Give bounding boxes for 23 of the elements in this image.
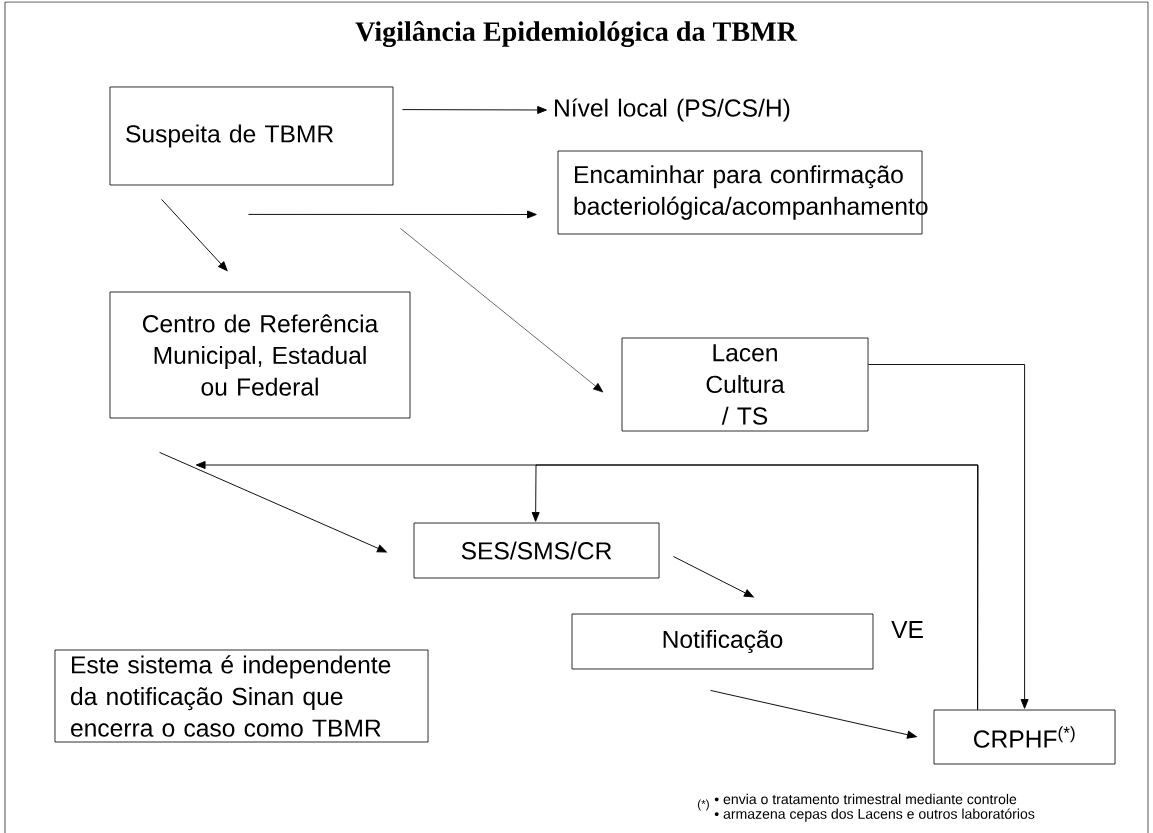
arrow: [867, 364, 1029, 709]
node-text: Nível local (PS/CS/H): [555, 98, 790, 122]
arrow: [247, 210, 537, 219]
arrow: [531, 464, 979, 711]
footnote-text: • armazena cepas dos Lacens e outros laboratórios: [714, 808, 1035, 822]
arrow: [401, 105, 547, 114]
arrow: [161, 198, 228, 272]
arrow: [710, 689, 917, 739]
footnote-mark: (*): [698, 799, 709, 811]
side-label: VE: [891, 621, 923, 638]
process-box: Lacen Cultura / TS: [621, 337, 869, 432]
arrow: [672, 556, 754, 598]
arrow: [159, 451, 387, 553]
process-box: CRPHF$^{(*)}$: [933, 709, 1116, 765]
arrow: [400, 228, 604, 393]
process-box: Centro de Referência Municipal, Estadual ou Federal: [109, 291, 411, 419]
process-box: Notificação: [571, 613, 874, 670]
process-box: Suspeita de TBMR: [109, 86, 394, 186]
title: Vigilância Epidemiológica da TBMR: [355, 21, 798, 47]
process-box: Encaminhar para confirmação bacteriológica/acompanhamento: [557, 150, 928, 235]
process-box: SES/SMS/CR: [413, 522, 660, 579]
footnote-text: • envia o tratamento trimestral mediante controle: [714, 793, 1017, 805]
process-box: Este sistema é independente da notificação Sinan que encerra o caso como TBMR: [54, 649, 429, 743]
